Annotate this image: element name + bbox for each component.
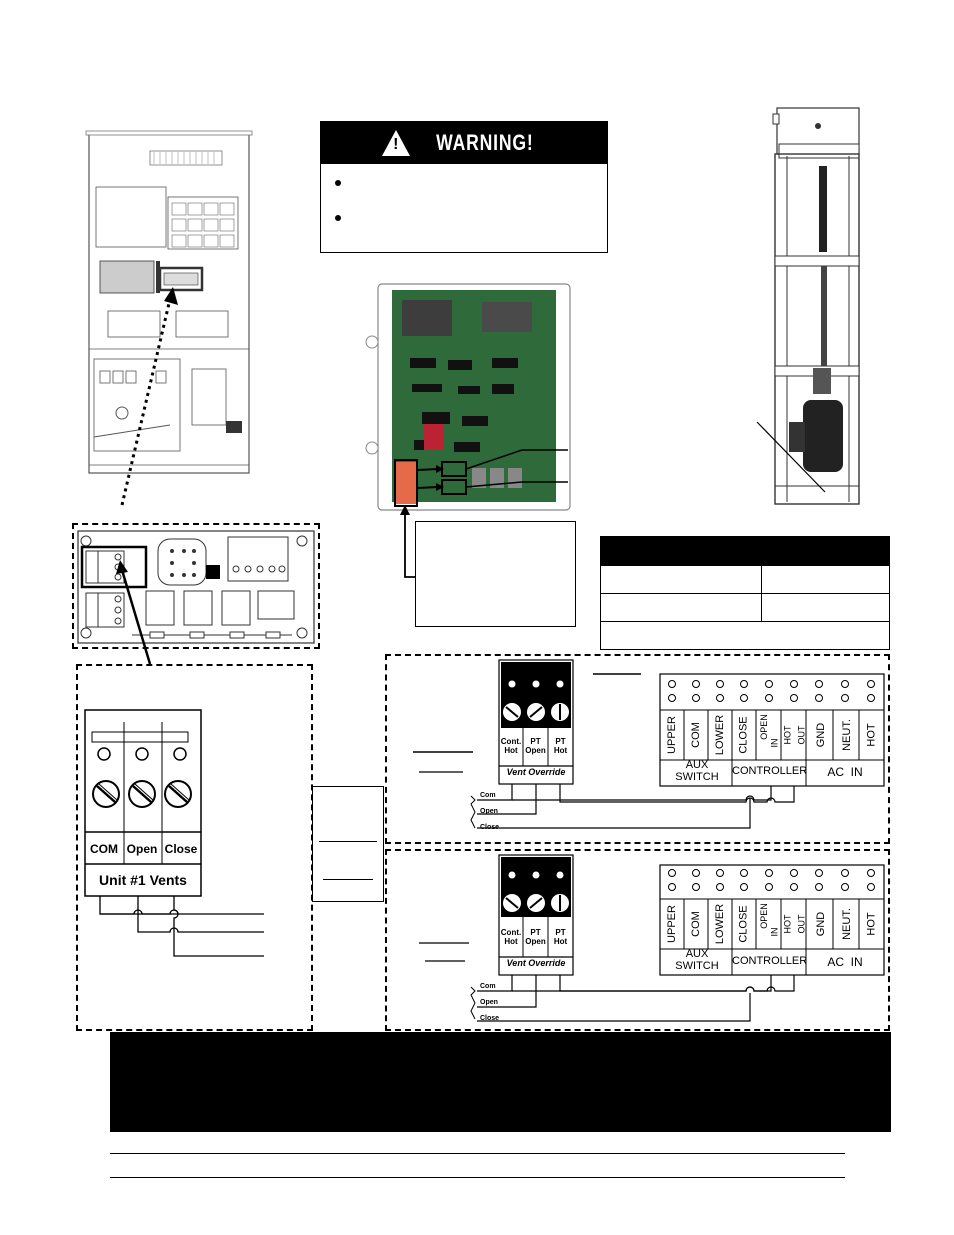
vo1-wire-close: Close bbox=[480, 824, 500, 831]
info-table-row-1 bbox=[601, 565, 889, 593]
vo2-cont-hot-label: Cont. Hot bbox=[500, 928, 522, 946]
wiring-diagram-1 bbox=[413, 659, 885, 829]
vo1-terminal-labels: Cont. Hot PT Open PT Hot bbox=[499, 737, 573, 755]
ts2-group-controller: CONTROLLER bbox=[732, 955, 808, 967]
ts1-out: OUT bbox=[796, 725, 806, 745]
ts2-upper: UPPER bbox=[666, 905, 678, 943]
electrical-panel-drawing bbox=[85, 130, 253, 474]
ts2-labels: UPPER COM LOWER CLOSE OPEN IN HOT OUT GN… bbox=[660, 899, 884, 949]
warning-title: WARNING! bbox=[436, 130, 534, 155]
info-table-row-3 bbox=[601, 621, 889, 649]
ts2-hot: HOT bbox=[782, 914, 792, 934]
unit-vents-open-label: Open bbox=[126, 842, 158, 856]
ts1-lower: LOWER bbox=[714, 714, 726, 756]
unit-vents-title: Unit #1 Vents bbox=[99, 872, 187, 888]
vo1-pt-open-label: PT Open bbox=[525, 737, 546, 755]
warning-box: ! WARNING! bbox=[320, 121, 608, 253]
ts2-com: COM bbox=[690, 911, 703, 937]
board-detail-frame bbox=[72, 523, 320, 649]
ts2-group-aux: AUX SWITCH bbox=[675, 948, 719, 972]
ts2-close: CLOSE bbox=[738, 905, 751, 943]
ts1-neut: NEUT. bbox=[841, 719, 853, 751]
footer-rule-bottom bbox=[110, 1177, 845, 1178]
info-table bbox=[600, 536, 890, 650]
center-note-box bbox=[312, 786, 384, 902]
ts1-com: COM bbox=[690, 722, 703, 748]
vo1-pt-hot-label: PT Hot bbox=[553, 737, 568, 755]
vo2-pt-open-label: PT Open bbox=[525, 928, 546, 946]
ts2-hot-ac: HOT bbox=[865, 912, 878, 936]
wiring-diagram-2-frame bbox=[385, 849, 890, 1031]
ts1-in: IN bbox=[769, 738, 779, 748]
vo2-wire-close: Close bbox=[480, 1015, 500, 1022]
ts1-close: CLOSE bbox=[738, 716, 751, 754]
unit-vents-com-label: COM bbox=[90, 842, 118, 856]
ts2-group-acin: AC IN bbox=[827, 955, 863, 969]
callout-arrow bbox=[400, 505, 415, 578]
info-table-row-2 bbox=[601, 593, 889, 621]
ts1-gnd: GND bbox=[814, 722, 827, 748]
detail-pointer-arrow bbox=[116, 560, 152, 665]
ts2-out: OUT bbox=[796, 914, 806, 934]
warning-bullet-1 bbox=[335, 180, 341, 186]
warning-triangle-icon: ! bbox=[382, 130, 411, 156]
ts1-labels: UPPER COM LOWER CLOSE OPEN IN HOT OUT GN… bbox=[660, 710, 884, 760]
ts1-group-aux: AUX SWITCH bbox=[675, 759, 719, 783]
vo2-terminal-labels: Cont. Hot PT Open PT Hot bbox=[499, 928, 573, 946]
wiring-diagram-1-frame bbox=[385, 654, 890, 844]
warning-header: ! WARNING! bbox=[321, 122, 607, 164]
ts2-neut: NEUT. bbox=[841, 908, 853, 940]
footer-rule-top bbox=[110, 1153, 845, 1154]
board-detail-drawing bbox=[77, 530, 315, 644]
ts1-group-acin: AC IN bbox=[827, 765, 863, 779]
vo1-title: Vent Override bbox=[506, 767, 566, 777]
ts1-group-controller: CONTROLLER bbox=[732, 765, 808, 777]
vo2-pt-hot-label: PT Hot bbox=[553, 928, 568, 946]
warning-bullet-2 bbox=[335, 215, 341, 221]
dotted-pointer-arrow bbox=[120, 287, 178, 506]
ts2-gnd: GND bbox=[814, 911, 827, 937]
vo1-wire-com: Com bbox=[480, 792, 496, 799]
vo2-title: Vent Override bbox=[506, 958, 566, 968]
unit-vents-terminal-block bbox=[84, 709, 264, 957]
actuator-drawing bbox=[756, 107, 860, 505]
ts1-hot: HOT bbox=[782, 725, 792, 745]
vo1-cont-hot-label: Cont. Hot bbox=[500, 737, 522, 755]
unit-vents-terminal-labels: COM Open Close bbox=[85, 834, 201, 864]
vo2-wire-com: Com bbox=[480, 983, 496, 990]
info-table-header bbox=[601, 537, 889, 565]
ts1-upper: UPPER bbox=[666, 716, 678, 754]
controller-board-photo bbox=[365, 283, 571, 511]
callout-box bbox=[415, 521, 576, 627]
note-bar bbox=[110, 1032, 891, 1132]
ts2-in: IN bbox=[769, 927, 779, 937]
ts1-hot-ac: HOT bbox=[865, 723, 878, 747]
vo2-wire-open: Open bbox=[480, 999, 498, 1006]
wiring-diagram-2 bbox=[419, 854, 885, 1022]
ts2-lower: LOWER bbox=[714, 903, 726, 945]
unit-vents-close-label: Close bbox=[164, 842, 198, 856]
vo1-wire-open: Open bbox=[480, 808, 498, 815]
